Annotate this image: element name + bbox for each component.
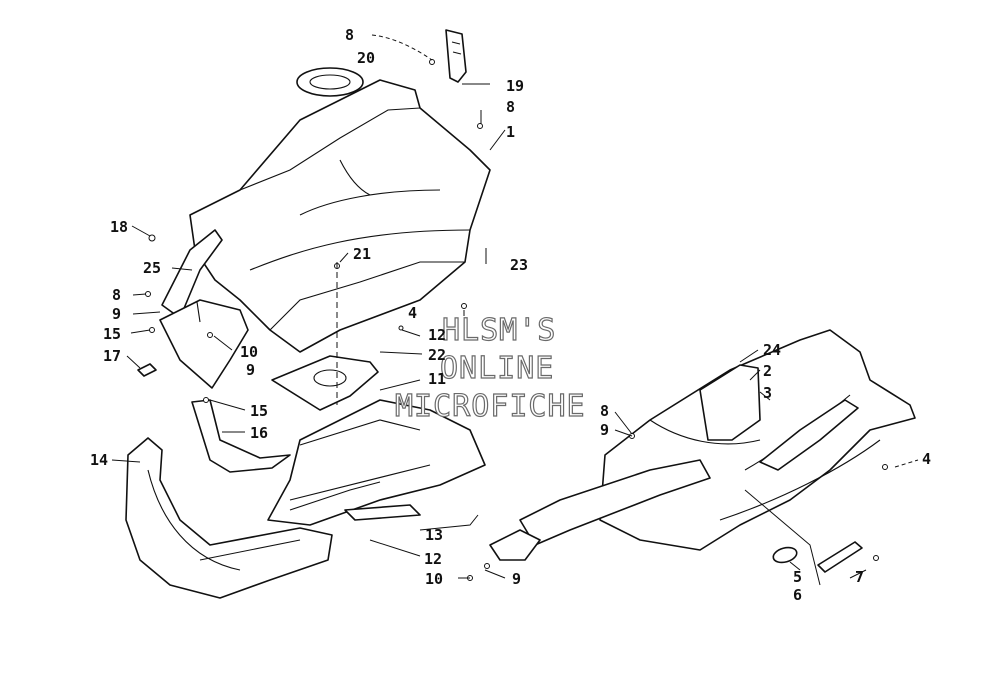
- callout-10-left: 10: [240, 343, 258, 361]
- callout-15-left: 15: [103, 325, 121, 343]
- part-13-trim: [344, 504, 421, 521]
- callout-17: 17: [103, 347, 121, 365]
- part-19-bracket: [445, 29, 467, 83]
- callout-19: 19: [506, 77, 524, 95]
- part-1-upper-body-panel: [189, 79, 491, 353]
- part-14-front-bumper: [125, 437, 333, 599]
- callout-10-lower: 10: [425, 570, 443, 588]
- callout-8-left: 8: [112, 286, 121, 304]
- watermark: HLSM'S ONLINE MICROFICHE: [394, 312, 586, 424]
- callout-13: 13: [425, 526, 443, 544]
- watermark-line-3: MICROFICHE: [395, 389, 586, 424]
- callout-25: 25: [143, 259, 161, 277]
- callout-8-upper: 8: [506, 98, 515, 116]
- part-7-trim-strip: [817, 541, 863, 573]
- watermark-line-2: ONLINE: [440, 351, 554, 386]
- callout-23: 23: [510, 256, 528, 274]
- part-24-inner-panel: [699, 364, 761, 441]
- part-5-plug: [772, 546, 798, 564]
- callout-4-right: 4: [922, 450, 931, 468]
- callout-8-right: 8: [600, 402, 609, 420]
- part-20-grommet: [296, 67, 364, 97]
- callout-4-center: 4: [408, 304, 417, 322]
- part-2-side-panel: [599, 329, 916, 551]
- callout-9-lower: 9: [512, 570, 521, 588]
- callout-labels: 8 20 19 8 1 18 21 23 25 8 9 4 15 12 17 1…: [90, 26, 931, 604]
- part-left-side-panel: [159, 299, 249, 389]
- callout-7: 7: [855, 568, 864, 586]
- callout-5: 5: [793, 568, 802, 586]
- callout-11: 11: [428, 370, 446, 388]
- callout-8-top: 8: [345, 26, 354, 44]
- callout-24: 24: [763, 341, 781, 359]
- callout-22: 22: [428, 346, 446, 364]
- callout-9-mid: 9: [246, 361, 255, 379]
- callout-16: 16: [250, 424, 268, 442]
- watermark-line-1: HLSM'S: [442, 313, 556, 348]
- part-16-bracket: [191, 399, 291, 473]
- callout-12-lower: 12: [424, 550, 442, 568]
- callout-3: 3: [763, 384, 772, 402]
- callout-18: 18: [110, 218, 128, 236]
- callout-14: 14: [90, 451, 108, 469]
- callout-9-right: 9: [600, 421, 609, 439]
- callout-1: 1: [506, 123, 515, 141]
- part-3-decal: [759, 399, 859, 471]
- leader-lines: [111, 34, 919, 586]
- callout-20: 20: [357, 49, 375, 67]
- callout-15-lower: 15: [250, 402, 268, 420]
- callout-12-upper: 12: [428, 326, 446, 344]
- part-11-floor-pan: [267, 399, 486, 526]
- callout-6: 6: [793, 586, 802, 604]
- hardware-fasteners: [137, 59, 888, 581]
- callout-21: 21: [353, 245, 371, 263]
- callout-9-left: 9: [112, 305, 121, 323]
- callout-2: 2: [763, 362, 772, 380]
- part-frame-rail: [489, 459, 711, 561]
- part-22-mount-plate: [271, 355, 379, 411]
